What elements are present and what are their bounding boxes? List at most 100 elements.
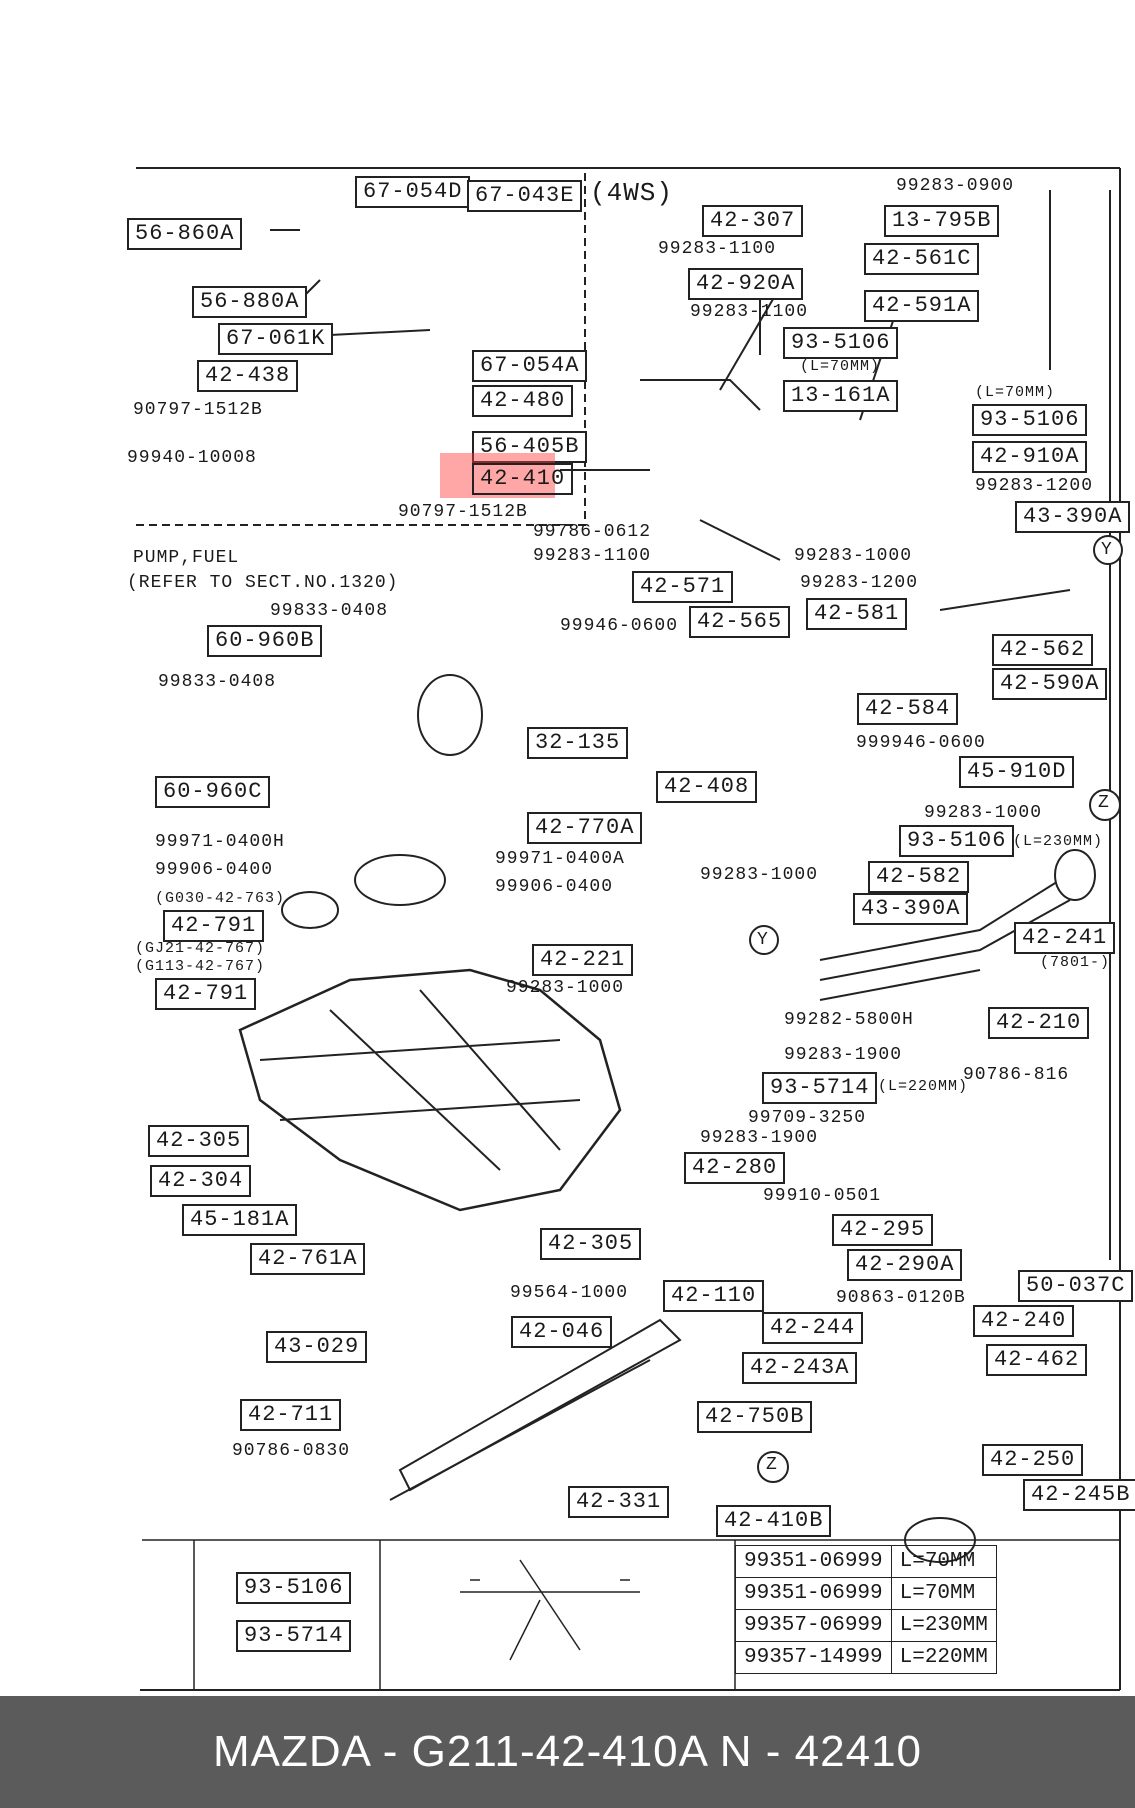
- part-box[interactable]: 42-241: [1014, 922, 1116, 954]
- part-box[interactable]: 42-295: [832, 1214, 934, 1246]
- part-label[interactable]: 90863-0120B: [836, 1288, 966, 1308]
- part-box[interactable]: 42-791: [163, 910, 265, 942]
- part-label[interactable]: 99283-1100: [690, 302, 809, 322]
- part-label[interactable]: 99283-1000: [924, 803, 1043, 823]
- part-box[interactable]: 42-462: [986, 1344, 1088, 1376]
- part-box[interactable]: 42-910A: [972, 441, 1088, 473]
- part-box[interactable]: 42-046: [511, 1316, 613, 1348]
- part-box[interactable]: 42-590A: [992, 668, 1108, 700]
- part-box[interactable]: 42-110: [663, 1280, 765, 1312]
- part-label[interactable]: 99282-5800H: [784, 1010, 914, 1030]
- part-box[interactable]: 42-304: [150, 1165, 252, 1197]
- part-label[interactable]: 90786-0830: [232, 1441, 351, 1461]
- part-box[interactable]: 67-061K: [218, 323, 334, 355]
- part-box[interactable]: 42-290A: [847, 1249, 963, 1281]
- part-box[interactable]: 42-243A: [742, 1352, 858, 1384]
- part-box[interactable]: 56-860A: [127, 218, 243, 250]
- part-box[interactable]: 43-029: [266, 1331, 368, 1363]
- part-box[interactable]: 93-5106: [972, 404, 1088, 436]
- part-label[interactable]: 90786-816: [963, 1065, 1070, 1085]
- part-box[interactable]: 42-791: [155, 978, 257, 1010]
- part-box-highlighted[interactable]: 42-410: [472, 463, 574, 495]
- part-label[interactable]: 99906-0400: [155, 860, 274, 880]
- part-box[interactable]: 93-5106: [899, 825, 1015, 857]
- part-box[interactable]: 42-761A: [250, 1243, 366, 1275]
- hose-part-box[interactable]: 93-5106: [236, 1572, 352, 1604]
- part-box[interactable]: 32-135: [527, 727, 629, 759]
- part-label[interactable]: 99283-1200: [800, 573, 919, 593]
- part-label[interactable]: 99283-1200: [975, 476, 1094, 496]
- part-label[interactable]: 99283-1900: [700, 1128, 819, 1148]
- part-box[interactable]: 42-221: [532, 944, 634, 976]
- part-box[interactable]: 42-562: [992, 634, 1094, 666]
- part-label[interactable]: 99971-0400A: [495, 849, 625, 869]
- part-box[interactable]: 42-438: [197, 360, 299, 392]
- part-label[interactable]: 99283-1900: [784, 1045, 903, 1065]
- part-label[interactable]: 99946-0600: [560, 616, 679, 636]
- part-box[interactable]: 42-711: [240, 1399, 342, 1431]
- part-box[interactable]: 42-408: [656, 771, 758, 803]
- hose-part-cell: 99351-06999: [735, 1577, 892, 1610]
- part-label[interactable]: 99940-10008: [127, 448, 257, 468]
- part-box[interactable]: 42-250: [982, 1444, 1084, 1476]
- part-box[interactable]: 42-245B: [1023, 1479, 1135, 1511]
- part-box[interactable]: 67-043E: [467, 180, 583, 212]
- part-label[interactable]: 99283-0900: [896, 176, 1015, 196]
- part-label[interactable]: 99906-0400: [495, 877, 614, 897]
- part-box[interactable]: 13-795B: [884, 205, 1000, 237]
- part-box[interactable]: 42-750B: [697, 1401, 813, 1433]
- part-box[interactable]: 42-331: [568, 1486, 670, 1518]
- part-box[interactable]: 42-307: [702, 205, 804, 237]
- part-box[interactable]: 42-480: [472, 385, 574, 417]
- part-label[interactable]: 99910-0501: [763, 1186, 882, 1206]
- part-box[interactable]: 42-280: [684, 1152, 786, 1184]
- part-label[interactable]: 99283-1100: [533, 546, 652, 566]
- part-label[interactable]: 99833-0408: [158, 672, 277, 692]
- part-box[interactable]: 93-5106: [783, 327, 899, 359]
- part-box[interactable]: 42-565: [689, 606, 791, 638]
- part-box[interactable]: 56-880A: [192, 286, 308, 318]
- part-label[interactable]: 99786-0612: [533, 522, 652, 542]
- part-box[interactable]: 42-305: [148, 1125, 250, 1157]
- part-box[interactable]: 42-210: [988, 1007, 1090, 1039]
- diagram-linework: [136, 167, 1123, 1691]
- part-label[interactable]: 90797-1512B: [133, 400, 263, 420]
- part-label[interactable]: 90797-1512B: [398, 502, 528, 522]
- part-box[interactable]: 13-161A: [783, 380, 899, 412]
- part-box[interactable]: 60-960B: [207, 625, 323, 657]
- part-label[interactable]: 99833-0408: [270, 601, 389, 621]
- hose-part-box[interactable]: 93-5714: [236, 1620, 352, 1652]
- part-box[interactable]: 42-591A: [864, 290, 980, 322]
- part-label[interactable]: 99283-1000: [700, 865, 819, 885]
- part-box[interactable]: 60-960C: [155, 776, 271, 808]
- part-box[interactable]: 45-910D: [959, 756, 1075, 788]
- part-box[interactable]: 42-582: [868, 861, 970, 893]
- part-label[interactable]: 999946-0600: [856, 733, 986, 753]
- part-label[interactable]: 99283-1100: [658, 239, 777, 259]
- part-label[interactable]: 99283-1000: [794, 546, 913, 566]
- part-box[interactable]: 42-561C: [864, 243, 980, 275]
- part-box[interactable]: 56-405B: [472, 431, 588, 463]
- part-box[interactable]: 42-581: [806, 598, 908, 630]
- part-box[interactable]: 50-037C: [1018, 1270, 1134, 1302]
- part-label[interactable]: 99564-1000: [510, 1283, 629, 1303]
- part-box[interactable]: 67-054A: [472, 350, 588, 382]
- part-box[interactable]: 42-410B: [716, 1505, 832, 1537]
- part-box[interactable]: 42-571: [632, 571, 734, 603]
- part-label[interactable]: 99709-3250: [748, 1108, 867, 1128]
- part-label[interactable]: 99971-0400H: [155, 832, 285, 852]
- part-box[interactable]: 42-244: [762, 1312, 864, 1344]
- part-box[interactable]: 42-920A: [688, 268, 804, 300]
- part-box[interactable]: 42-770A: [527, 812, 643, 844]
- part-box[interactable]: 42-584: [857, 693, 959, 725]
- part-box[interactable]: 43-390A: [853, 893, 969, 925]
- part-box[interactable]: 42-305: [540, 1228, 642, 1260]
- part-box[interactable]: 93-5714: [762, 1072, 878, 1104]
- part-box[interactable]: 43-390A: [1015, 501, 1131, 533]
- part-box[interactable]: 67-054D: [355, 176, 471, 208]
- length-note: (L=70MM): [800, 358, 881, 375]
- part-label[interactable]: 99283-1000: [506, 978, 625, 998]
- part-box[interactable]: 45-181A: [182, 1204, 298, 1236]
- part-box[interactable]: 42-240: [973, 1305, 1075, 1337]
